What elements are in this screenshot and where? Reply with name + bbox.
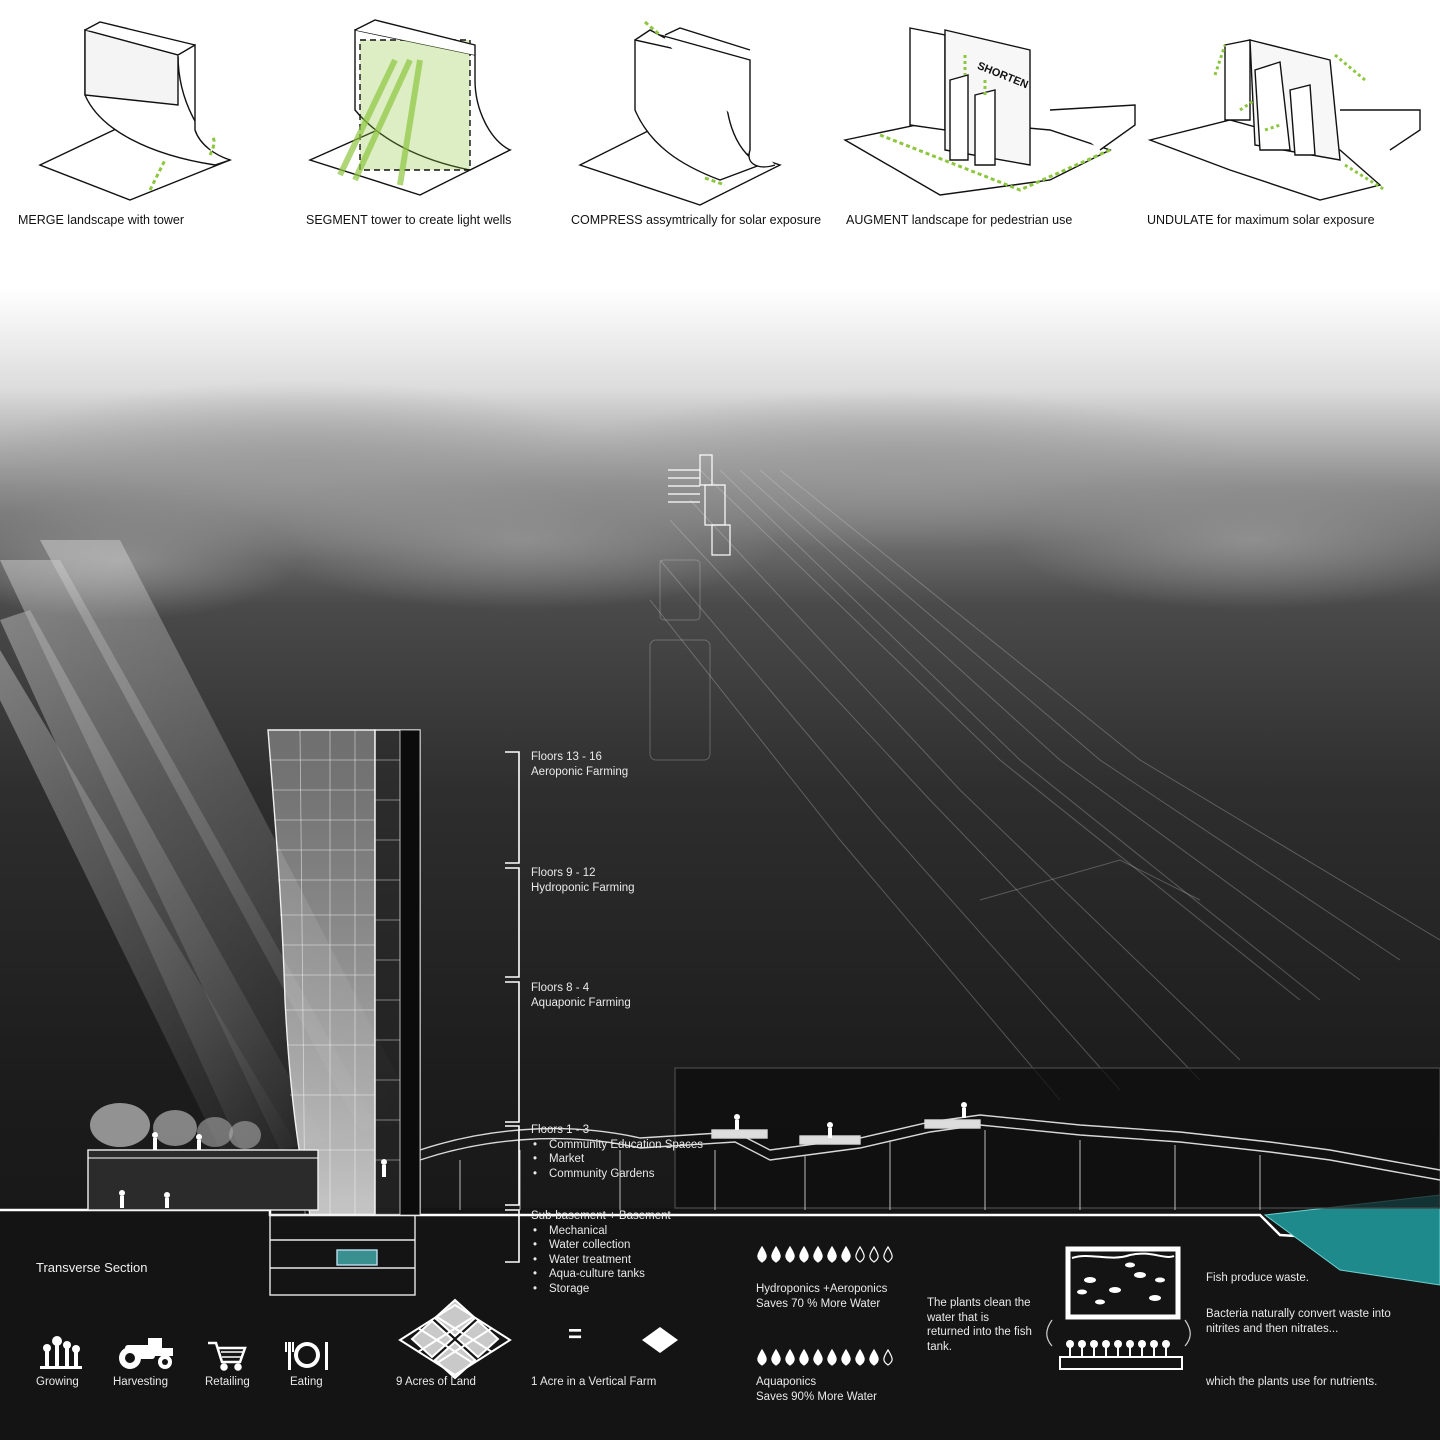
floors-13-16: Floors 13 - 16 Aeroponic Farming <box>531 750 628 779</box>
cycle-arrows <box>1046 1319 1191 1347</box>
water-drop-filled <box>785 1245 795 1263</box>
nine-acres-label: 9 Acres of Land <box>396 1376 476 1388</box>
plants-clean-line: water that is <box>927 1311 989 1324</box>
basement-item: Water collection <box>549 1238 671 1253</box>
floors-8-4: Floors 8 - 4 Aquaponic Farming <box>531 981 631 1010</box>
basement-title: Sub-basement + Basement <box>531 1210 671 1222</box>
hydro-savings-line1: Hydroponics +Aeroponics <box>756 1283 888 1295</box>
diagram-label-undulate: UNDULATE for maximum solar exposure <box>1147 213 1375 227</box>
water-drop-filled <box>771 1245 781 1263</box>
bacteria-line: nitrites and then nitrates... <box>1206 1322 1339 1335</box>
water-drops-hydro <box>757 1245 893 1263</box>
water-drop-filled <box>855 1348 865 1366</box>
land-grid <box>410 1298 500 1380</box>
basement-item: Aqua-culture tanks <box>549 1267 671 1282</box>
water-drop-filled <box>813 1245 823 1263</box>
floors-13-16-title: Floors 13 - 16 <box>531 751 602 763</box>
floors-1-3-title: Floors 1 - 3 <box>531 1124 590 1136</box>
plants-clean-text: The plants clean the water that is retur… <box>927 1296 1032 1354</box>
floors-1-3-item: Community Gardens <box>549 1167 703 1182</box>
water-drop-filled <box>841 1245 851 1263</box>
floors-9-12-desc: Hydroponic Farming <box>531 881 635 894</box>
basement-floors: Sub-basement + Basement Mechanical Water… <box>531 1209 671 1296</box>
water-drop-filled <box>757 1348 767 1366</box>
floors-13-16-desc: Aeroponic Farming <box>531 765 629 778</box>
podium <box>87 1103 319 1211</box>
plants-clean-line: returned into the fish <box>927 1326 1032 1338</box>
floors-9-12-title: Floors 9 - 12 <box>531 867 596 879</box>
aqua-savings: Aquaponics Saves 90% More Water <box>756 1375 877 1404</box>
water-drop-filled <box>827 1245 837 1263</box>
vertical-farm-acre <box>642 1327 678 1353</box>
land-grid-2 <box>398 1303 512 1377</box>
plants-clean-line: tank. <box>927 1340 952 1353</box>
icon-label-growing: Growing <box>36 1376 79 1388</box>
merge-diagram <box>38 21 232 201</box>
floors-8-4-title: Floors 8 - 4 <box>531 982 590 994</box>
floors-1-3-item: Market <box>549 1152 703 1167</box>
plants-clean-line: The plants clean the <box>927 1297 1031 1309</box>
undulating-roof <box>419 1067 1440 1210</box>
people <box>119 1102 967 1208</box>
fish-tank <box>1065 1246 1181 1320</box>
hydro-savings-line2: Saves 70 % More Water <box>756 1297 881 1310</box>
water-drop-filled <box>813 1348 823 1366</box>
floors-1-3-item: Community Education Spaces <box>549 1138 703 1153</box>
water-drop-filled <box>785 1348 795 1366</box>
aqua-savings-line1: Aquaponics <box>756 1376 817 1388</box>
segment-diagram <box>308 19 512 196</box>
water-drops-aqua <box>757 1348 893 1366</box>
icon-label-harvesting: Harvesting <box>113 1376 168 1388</box>
compress-diagram <box>578 20 782 206</box>
equals-sign: = <box>568 1321 583 1348</box>
bacteria-line: Bacteria naturally convert waste into <box>1206 1308 1391 1320</box>
section-title: Transverse Section <box>36 1260 148 1275</box>
floor-brackets <box>505 751 520 1263</box>
diagram-label-merge: MERGE landscape with tower <box>18 213 185 227</box>
site-building-plan <box>668 454 731 556</box>
plate-cutlery-icon <box>285 1342 328 1370</box>
basement-item: Mechanical <box>549 1224 671 1239</box>
basement <box>269 1214 416 1296</box>
augment-diagram <box>843 27 1136 196</box>
site-plan-overlay <box>649 469 1440 1101</box>
water-drop-empty <box>883 1348 893 1366</box>
icon-label-eating: Eating <box>290 1376 323 1388</box>
water-drop-filled <box>757 1245 767 1263</box>
shopping-cart-icon <box>208 1341 247 1371</box>
floors-1-3: Floors 1 - 3 Community Education Spaces … <box>531 1123 703 1181</box>
water-drop-empty <box>855 1245 865 1263</box>
water-drop-filled <box>771 1348 781 1366</box>
water-drop-filled <box>869 1348 879 1366</box>
hydro-savings: Hydroponics +Aeroponics Saves 70 % More … <box>756 1282 887 1311</box>
aqua-savings-line2: Saves 90% More Water <box>756 1390 878 1403</box>
plant-bed <box>1059 1340 1183 1370</box>
tractor-icon <box>119 1338 173 1369</box>
water-drop-filled <box>799 1245 809 1263</box>
bacteria-text: Bacteria naturally convert waste into ni… <box>1206 1307 1391 1336</box>
water-drop-filled <box>827 1348 837 1366</box>
floors-8-4-desc: Aquaponic Farming <box>531 996 631 1009</box>
fish-waste-text: Fish produce waste. <box>1206 1272 1309 1284</box>
water-drop-empty <box>869 1245 879 1263</box>
diagram-label-compress: COMPRESS assymtrically for solar exposur… <box>571 213 822 227</box>
icon-label-retailing: Retailing <box>205 1376 250 1388</box>
diagram-label-segment: SEGMENT tower to create light wells <box>306 213 512 227</box>
diagram-label-augment: AUGMENT landscape for pedestrian use <box>846 213 1073 227</box>
undulate-diagram <box>1147 39 1421 201</box>
floors-9-12: Floors 9 - 12 Hydroponic Farming <box>531 866 635 895</box>
basement-item: Water treatment <box>549 1253 671 1268</box>
water-drop-filled <box>799 1348 809 1366</box>
water-drop-empty <box>883 1245 893 1263</box>
tower <box>267 729 421 1216</box>
one-acre-label: 1 Acre in a Vertical Farm <box>531 1376 657 1388</box>
plants-icon <box>40 1336 82 1369</box>
nutrients-text: which the plants use for nutrients. <box>1206 1376 1378 1388</box>
basement-item: Storage <box>549 1282 671 1297</box>
water-drop-filled <box>841 1348 851 1366</box>
